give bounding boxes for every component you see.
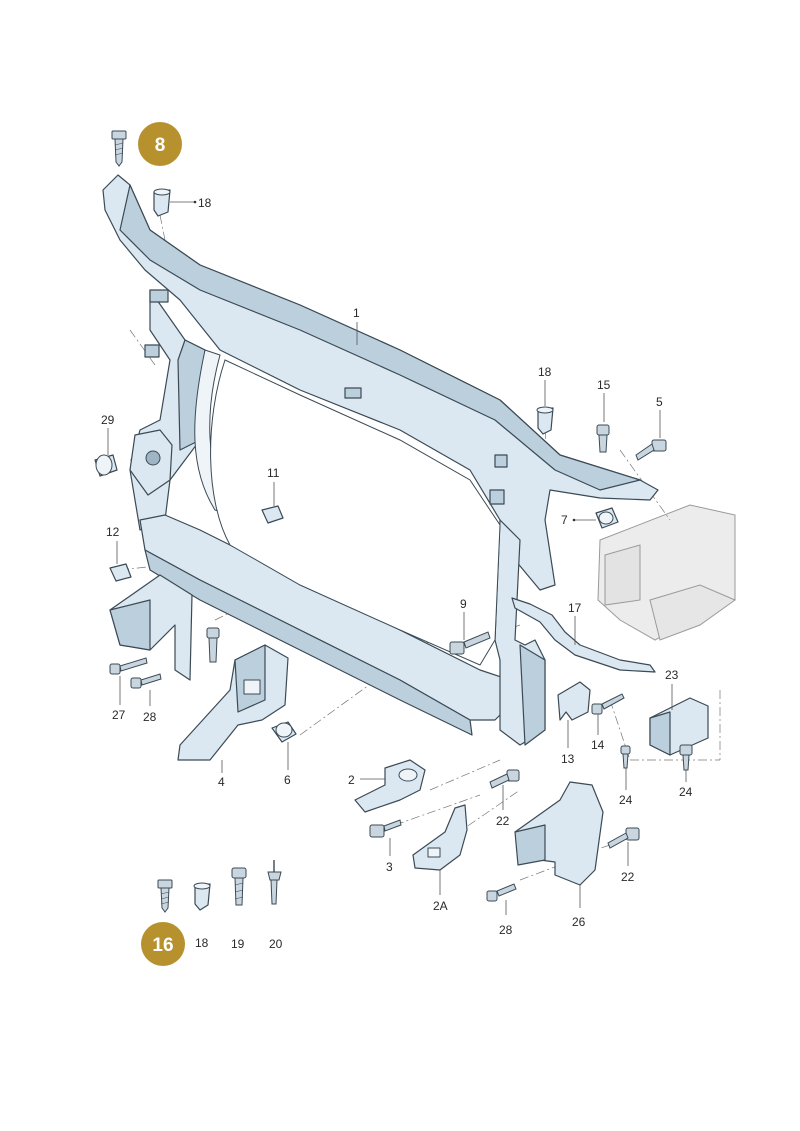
nut-29	[94, 454, 118, 477]
pin-14	[591, 693, 625, 715]
bolt-22-center	[489, 769, 520, 789]
badge-8-label: 8	[155, 135, 166, 156]
rivet-20	[267, 860, 282, 905]
callout-5: 5	[656, 395, 663, 409]
callout-2a: 2A	[433, 899, 448, 913]
callout-22-right: 22	[621, 870, 635, 884]
clip-nut-18-right	[536, 406, 554, 435]
callout-1: 1	[353, 306, 360, 320]
callout-28-left: 28	[143, 710, 157, 724]
callout-22-center: 22	[496, 814, 510, 828]
bracket-26	[514, 781, 604, 886]
callout-18-right: 18	[538, 365, 552, 379]
callout-19: 19	[231, 937, 245, 951]
bracket-13	[557, 681, 591, 721]
callout-3: 3	[386, 860, 393, 874]
callout-4: 4	[218, 775, 225, 789]
badge-8: 8	[138, 122, 182, 166]
bracket-left	[109, 574, 193, 681]
bracket-4	[177, 644, 289, 761]
callout-9: 9	[460, 597, 467, 611]
callout-7: 7	[561, 513, 568, 527]
callout-24-left: 24	[619, 793, 633, 807]
vehicle-body-ghost	[597, 504, 737, 641]
bolt-28-right	[486, 883, 517, 902]
callout-20: 20	[269, 937, 283, 951]
callout-6: 6	[284, 773, 291, 787]
strut-17	[511, 597, 656, 673]
bolt-8	[111, 130, 127, 167]
callout-12: 12	[106, 525, 120, 539]
bolt-22-right	[607, 827, 640, 849]
nut-7	[595, 507, 619, 529]
callout-18-top: 18	[198, 196, 212, 210]
badge-16: 16	[141, 922, 185, 966]
bolt-27	[109, 657, 148, 675]
callout-17: 17	[568, 601, 582, 615]
bracket-2a	[412, 804, 468, 871]
callout-15: 15	[597, 378, 611, 392]
nut-6	[271, 721, 297, 743]
bolt-16	[157, 879, 173, 913]
callout-11: 11	[267, 466, 280, 480]
clip-nut-18-top	[153, 188, 171, 217]
bolt-3	[369, 819, 402, 838]
callout-29: 29	[101, 413, 115, 427]
callout-2: 2	[348, 773, 355, 787]
clip-11	[261, 505, 284, 524]
bolt-vertical-left	[206, 627, 220, 663]
radiator-support-frame	[102, 174, 659, 746]
callout-18-bottom: 18	[195, 936, 209, 950]
clip-12	[109, 563, 132, 582]
callout-27: 27	[112, 708, 126, 722]
bolt-28-left	[130, 673, 162, 689]
callout-26: 26	[572, 915, 586, 929]
clip-nut-18-bottom	[193, 882, 211, 911]
callout-23: 23	[665, 668, 679, 682]
bolt-19	[231, 867, 247, 906]
callout-24-right: 24	[679, 785, 693, 799]
callout-13: 13	[561, 752, 575, 766]
callout-14: 14	[591, 738, 605, 752]
screw-24-left	[620, 745, 631, 769]
bracket-2	[354, 759, 426, 813]
bolt-9	[449, 631, 491, 655]
screw-24-right	[679, 744, 693, 771]
badge-16-label: 16	[152, 935, 173, 956]
bolt-5	[635, 439, 667, 461]
bracket-23	[649, 697, 709, 756]
bolt-15	[596, 424, 610, 453]
callout-28-right: 28	[499, 923, 513, 937]
